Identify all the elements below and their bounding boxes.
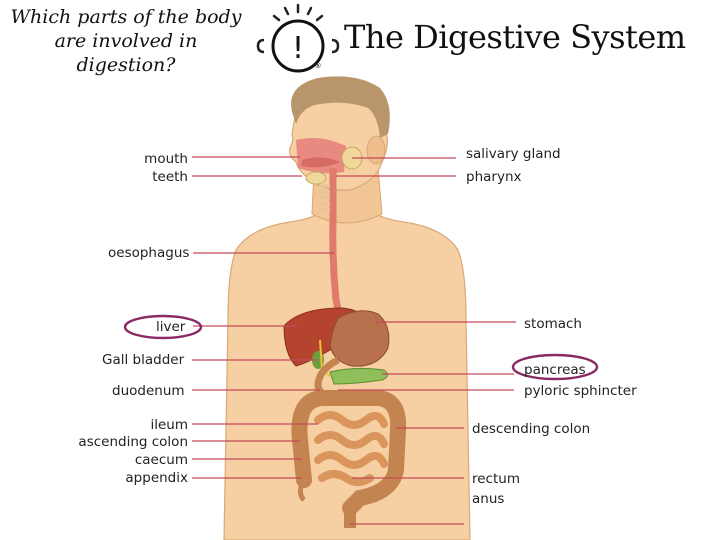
leader-lines	[192, 156, 516, 525]
stomach	[329, 310, 390, 367]
oesophagus	[329, 168, 344, 319]
pancreas	[329, 367, 388, 385]
logo-trademark: ®	[315, 62, 322, 70]
label-teeth: teeth	[152, 169, 188, 185]
label-rectum: rectum	[472, 471, 520, 487]
question-line-2: are involved in digestion?	[54, 30, 198, 76]
left-bracket-icon	[256, 38, 265, 54]
label-descending-colon: descending colon	[472, 421, 591, 437]
label-ascending-colon: ascending colon	[78, 434, 188, 450]
small-intestine	[314, 411, 388, 486]
oral-cavity	[296, 138, 346, 174]
question-text: Which parts of the body are involved in …	[6, 5, 246, 77]
tongue	[302, 157, 340, 168]
salivary-gland-lower	[305, 171, 327, 185]
right-bracket-icon	[331, 38, 340, 54]
pancreas-highlight-circle	[511, 353, 599, 381]
ear	[366, 135, 386, 165]
label-appendix: appendix	[125, 470, 188, 486]
page-title: The Digestive System	[344, 18, 686, 56]
question-line-1: Which parts of the body	[10, 6, 242, 28]
hair	[291, 76, 390, 138]
label-liver: liver	[156, 319, 186, 335]
colon	[291, 390, 407, 516]
label-pyloric-sphincter: pyloric sphincter	[524, 383, 637, 399]
logo-circle	[271, 19, 325, 73]
label-ileum: ileum	[150, 417, 188, 433]
exclamation-logo-icon: ! ®	[256, 3, 340, 73]
trachea	[320, 184, 330, 212]
label-stomach: stomach	[524, 316, 582, 332]
label-mouth: mouth	[144, 151, 188, 167]
label-anus: anus	[472, 491, 505, 507]
appendix	[297, 483, 306, 502]
label-gall-bladder: Gall bladder	[102, 352, 185, 368]
logo-symbol: !	[292, 31, 304, 66]
label-salivary-gland: salivary gland	[466, 146, 561, 162]
label-duodenum: duodenum	[112, 383, 185, 399]
label-pharynx: pharynx	[466, 169, 522, 185]
label-caecum: caecum	[134, 452, 188, 468]
label-oesophagus: oesophagus	[108, 245, 190, 261]
label-pancreas: pancreas	[524, 362, 586, 378]
liver-highlight-circle	[123, 314, 203, 340]
